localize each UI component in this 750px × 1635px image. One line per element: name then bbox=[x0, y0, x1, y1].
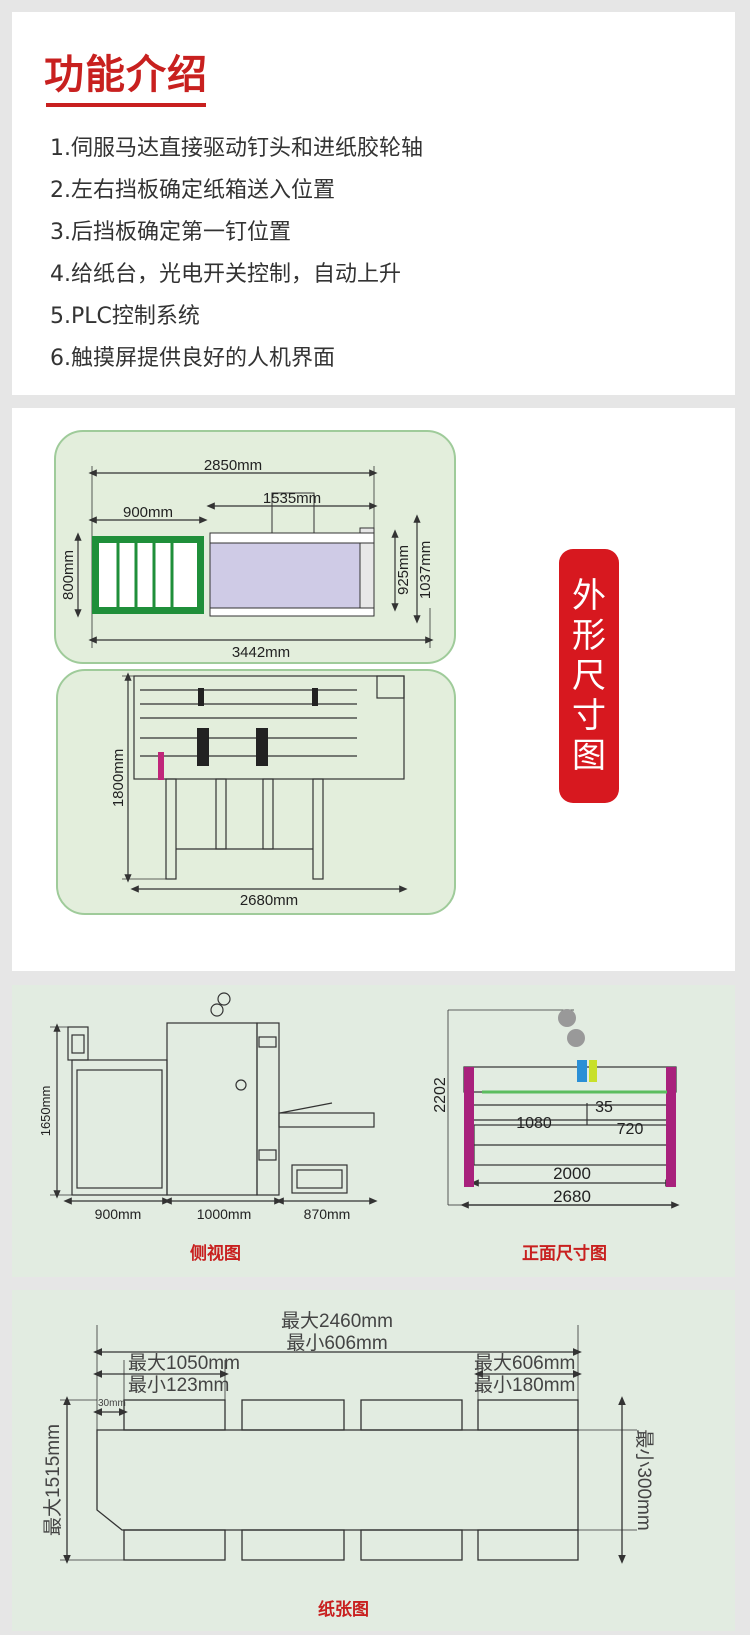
dim-overall-depth: 1037mm bbox=[417, 541, 434, 599]
dim-feeder-depth: 800mm bbox=[60, 550, 77, 600]
feature-item: 3.后挡板确定第一钉位置 bbox=[50, 220, 291, 245]
paper-caption: 纸张图 bbox=[318, 1600, 369, 1620]
paper-max-height: 最大1515mm bbox=[42, 1424, 64, 1536]
feature-item: 5.PLC控制系统 bbox=[50, 304, 200, 329]
views-drawings: 1650mm 900mm 1000mm 870mm 2202 1080 35 bbox=[38, 992, 680, 1222]
side-dim-b: 1000mm bbox=[197, 1206, 251, 1222]
paper-min-height: 最小300mm bbox=[633, 1429, 655, 1530]
feature-item: 1.伺服马达直接驱动钉头和进纸胶轮轴 bbox=[50, 136, 423, 161]
paper-max-right: 最大606mm bbox=[474, 1352, 575, 1374]
side-view-drawing bbox=[50, 992, 378, 1205]
paper-min-total: 最小606mm bbox=[286, 1332, 387, 1354]
side-dim-c: 870mm bbox=[304, 1206, 351, 1222]
dim-main-depth: 925mm bbox=[395, 545, 412, 595]
views-panel: 1650mm 900mm 1000mm 870mm 2202 1080 35 bbox=[12, 985, 735, 1277]
front-view-background bbox=[56, 669, 456, 915]
paper-drawing: 最大2460mm 最小606mm 最大1050mm 最小123mm 最大606m… bbox=[42, 1310, 655, 1564]
paper-max-total: 最大2460mm bbox=[281, 1310, 393, 1332]
dim-total-width: 2850mm bbox=[204, 457, 262, 474]
front-dim-2680: 2680 bbox=[553, 1187, 591, 1206]
badge-char: 外 bbox=[572, 576, 606, 616]
feature-item: 6.触摸屏提供良好的人机界面 bbox=[50, 346, 335, 371]
badge-char: 寸 bbox=[572, 696, 606, 736]
front-dim-720: 720 bbox=[617, 1121, 644, 1138]
main-machine-top bbox=[209, 542, 361, 609]
front-dim-1080: 1080 bbox=[516, 1115, 552, 1132]
dim-front-width: 2680mm bbox=[240, 892, 298, 909]
dim-overall-width: 3442mm bbox=[232, 644, 290, 661]
dim-front-height: 1800mm bbox=[110, 749, 127, 807]
front-view-drawing bbox=[447, 1009, 680, 1209]
front-dim-35: 35 bbox=[595, 1099, 613, 1116]
feature-item: 4.给纸台，光电开关控制，自动上升 bbox=[50, 262, 401, 287]
title-underline bbox=[46, 103, 206, 107]
outline-drawings: 2850mm 900mm 1535mm 3442mm 800mm 925mm 1… bbox=[54, 430, 456, 915]
paper-panel: 最大2460mm 最小606mm 最大1050mm 最小123mm 最大606m… bbox=[12, 1290, 735, 1631]
paper-min-right: 最小180mm bbox=[474, 1374, 575, 1396]
side-dim-a: 900mm bbox=[95, 1206, 142, 1222]
front-dim-height: 2202 bbox=[432, 1077, 449, 1113]
feature-item: 2.左右挡板确定纸箱送入位置 bbox=[50, 178, 335, 203]
badge-char: 图 bbox=[572, 736, 606, 776]
front-dim-2000: 2000 bbox=[553, 1164, 591, 1183]
paper-small-dim: 30mm bbox=[98, 1398, 126, 1409]
section-title: 功能介绍 bbox=[44, 52, 208, 98]
outline-dimension-panel: 2850mm 900mm 1535mm 3442mm 800mm 925mm 1… bbox=[12, 408, 735, 971]
side-dim-height: 1650mm bbox=[38, 1086, 53, 1137]
right-guide-bar bbox=[666, 1067, 676, 1187]
dim-main-width: 1535mm bbox=[263, 490, 321, 507]
badge-char: 形 bbox=[572, 616, 606, 656]
dim-feeder-width: 900mm bbox=[123, 504, 173, 521]
outline-badge: 外 形 尺 寸 图 bbox=[559, 549, 619, 803]
side-view-caption: 侧视图 bbox=[190, 1244, 241, 1264]
feature-intro-panel: 功能介绍 1.伺服马达直接驱动钉头和进纸胶轮轴 2.左右挡板确定纸箱送入位置 3… bbox=[12, 12, 735, 395]
left-guide-bar bbox=[464, 1067, 474, 1187]
paper-max-left: 最大1050mm bbox=[128, 1352, 240, 1374]
front-view-caption: 正面尺寸图 bbox=[522, 1244, 607, 1264]
badge-char: 尺 bbox=[572, 656, 606, 696]
paper-min-left: 最小123mm bbox=[128, 1374, 229, 1396]
